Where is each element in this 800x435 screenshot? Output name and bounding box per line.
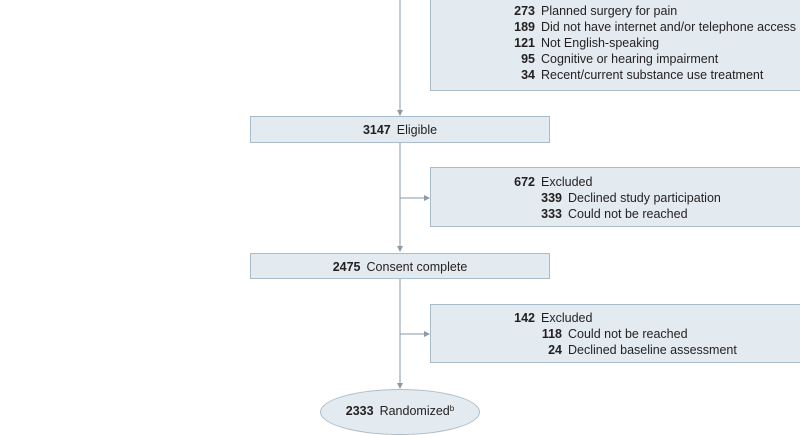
eligible-box: 3147 Eligible xyxy=(250,116,550,143)
exclusion-item: 121 Not English-speaking xyxy=(431,35,659,51)
exclusion-total: 672 Excluded xyxy=(431,174,592,190)
randomized-label-text: Randomized xyxy=(379,404,450,418)
exclusion-count: 273 xyxy=(514,4,535,18)
randomized-label: Randomizedb xyxy=(374,403,455,419)
exclusion-label: Declined baseline assessment xyxy=(568,343,737,357)
exclusion-label: Recent/current substance use treatment xyxy=(541,68,764,82)
exclusion-count: 333 xyxy=(541,207,562,221)
exclusion-total-label: Excluded xyxy=(541,175,593,189)
exclusion-box-2: 142 Excluded 118 Could not be reached 24 De… xyxy=(430,304,800,363)
consent-label: Consent complete xyxy=(366,260,468,274)
exclusion-box-top: 273 Planned surgery for pain 189 Did not h… xyxy=(430,0,800,91)
exclusion-total-count: 142 xyxy=(514,311,535,325)
exclusion-count: 339 xyxy=(541,191,562,205)
exclusion-label: Could not be reached xyxy=(568,327,688,341)
exclusion-item: 24 Declined baseline assessment xyxy=(431,342,737,358)
randomized-count: 2333 xyxy=(345,404,374,418)
exclusion-label: Planned surgery for pain xyxy=(541,4,678,18)
consent-count: 2475 xyxy=(332,260,361,274)
exclusion-count: 121 xyxy=(514,36,535,50)
consent-box: 2475 Consent complete xyxy=(250,253,550,279)
exclusion-total-label: Excluded xyxy=(541,311,593,325)
exclusion-label: Cognitive or hearing impairment xyxy=(541,52,719,66)
exclusion-label: Declined study participation xyxy=(568,191,721,205)
exclusion-item: 34 Recent/current substance use treatment xyxy=(431,67,763,83)
exclusion-count: 95 xyxy=(521,52,535,66)
exclusion-total: 142 Excluded xyxy=(431,310,592,326)
exclusion-item: 95 Cognitive or hearing impairment xyxy=(431,51,718,67)
exclusion-item: 118 Could not be reached xyxy=(431,326,688,342)
exclusion-label: Not English-speaking xyxy=(541,36,660,50)
eligible-label: Eligible xyxy=(396,123,438,137)
exclusion-total-count: 672 xyxy=(514,175,535,189)
eligible-count: 3147 xyxy=(362,123,391,137)
exclusion-box-1: 672 Excluded 339 Declined study participat… xyxy=(430,167,800,227)
exclusion-item: 333 Could not be reached xyxy=(431,206,688,222)
exclusion-count: 34 xyxy=(521,68,535,82)
exclusion-count: 24 xyxy=(548,343,562,357)
exclusion-count: 118 xyxy=(541,327,562,341)
exclusion-item: 339 Declined study participation xyxy=(431,190,721,206)
exclusion-count: 189 xyxy=(514,20,535,34)
exclusion-item: 189 Did not have internet and/or telephon… xyxy=(431,19,796,35)
flow-connectors xyxy=(397,0,430,389)
exclusion-label: Could not be reached xyxy=(568,207,688,221)
exclusion-label: Did not have internet and/or telephone a… xyxy=(541,20,797,34)
exclusion-item: 273 Planned surgery for pain xyxy=(431,3,677,19)
randomized-footnote: b xyxy=(449,404,455,413)
